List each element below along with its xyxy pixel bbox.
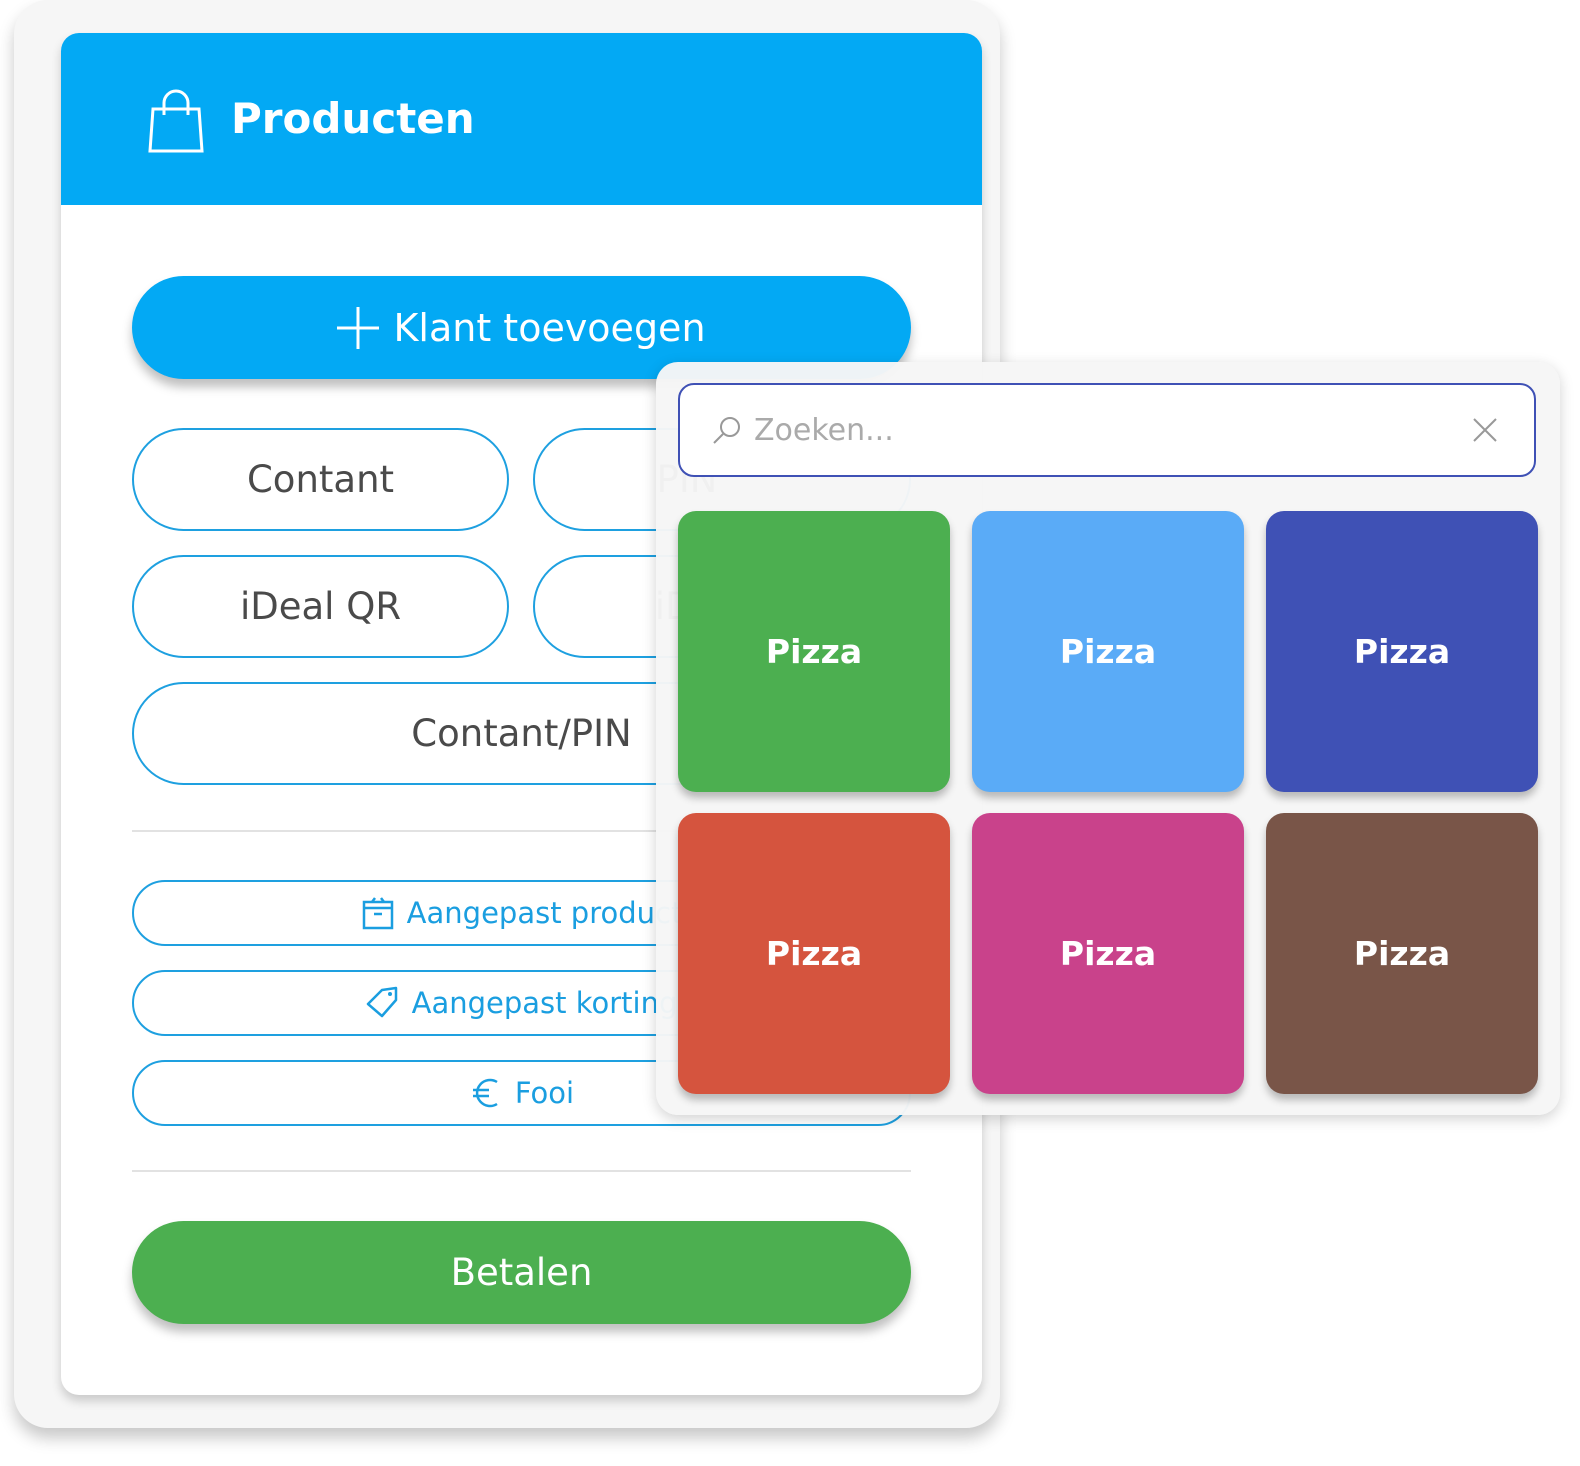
payment-label: Contant: [246, 458, 395, 501]
page-title: Producten: [231, 94, 475, 143]
add-customer-label: Klant toevoegen: [393, 305, 706, 350]
product-tile[interactable]: Pizza: [1266, 511, 1538, 792]
product-tile[interactable]: Pizza: [972, 813, 1244, 1094]
product-tile[interactable]: Pizza: [678, 511, 950, 792]
euro-icon: [472, 1078, 498, 1108]
search-input[interactable]: [752, 411, 1472, 449]
pay-button[interactable]: Betalen: [132, 1221, 911, 1324]
shopping-bag-icon: [148, 89, 204, 153]
custom-product-label: Aangepast product: [406, 896, 683, 930]
plus-icon: [337, 306, 380, 349]
product-label: Pizza: [765, 632, 863, 671]
product-tile[interactable]: Pizza: [678, 813, 950, 1094]
product-label: Pizza: [1059, 934, 1157, 973]
product-picker-panel: Pizza Pizza Pizza Pizza Pizza Pizza: [656, 362, 1560, 1115]
payment-label: iDeal QR: [239, 585, 402, 628]
product-label: Pizza: [1353, 934, 1451, 973]
payment-label: Contant/PIN: [411, 712, 632, 755]
search-field[interactable]: [678, 383, 1536, 477]
product-label: Pizza: [1059, 632, 1157, 671]
product-tile[interactable]: Pizza: [972, 511, 1244, 792]
header: Producten: [61, 33, 982, 205]
add-customer-button[interactable]: Klant toevoegen: [132, 276, 911, 379]
product-label: Pizza: [1353, 632, 1451, 671]
product-tile[interactable]: Pizza: [1266, 813, 1538, 1094]
product-label: Pizza: [765, 934, 863, 973]
tag-icon: [366, 986, 397, 1018]
custom-discount-label: Aangepast korting: [411, 986, 678, 1020]
divider: [132, 1170, 911, 1172]
payment-ideal-qr-button[interactable]: iDeal QR: [132, 555, 509, 658]
close-icon[interactable]: [1472, 417, 1498, 443]
search-icon: [713, 417, 740, 444]
pay-label: Betalen: [450, 1251, 593, 1294]
divider: [132, 830, 911, 832]
payment-cash-button[interactable]: Contant: [132, 428, 509, 531]
box-icon: [362, 897, 393, 930]
tip-label: Fooi: [514, 1076, 575, 1110]
